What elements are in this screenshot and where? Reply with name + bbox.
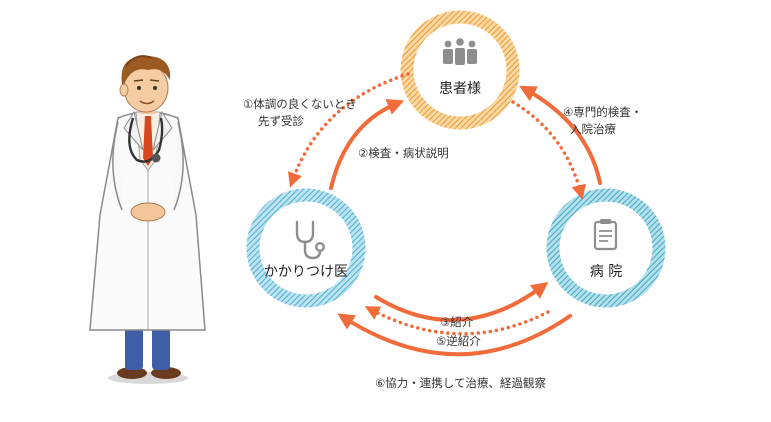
step-1-line-1: ①体調の良くないとき bbox=[243, 97, 357, 111]
arrow-reverse-referral bbox=[364, 306, 550, 336]
step-4-line-2: 入院治療 bbox=[570, 121, 616, 136]
hospital-label: 病 院 bbox=[590, 264, 622, 280]
arrow-visit bbox=[287, 72, 410, 188]
step-2-label: ②検査・病状説明 bbox=[358, 146, 449, 160]
step-6-label: ⑥協力・連携して治療、経過観察 bbox=[375, 376, 546, 390]
step-4-label: ④専門的検査・ 入院治療 bbox=[563, 104, 642, 137]
step-5-label: ⑤逆紹介 bbox=[436, 334, 481, 348]
patient-node: 患者様 bbox=[400, 10, 520, 130]
step-1-line-2: 先ず受診 bbox=[258, 113, 304, 128]
people-icon bbox=[443, 38, 477, 65]
family-doctor-label: かかりつけ医 bbox=[264, 264, 348, 280]
arrow-collaboration bbox=[337, 313, 572, 357]
patient-label: 患者様 bbox=[439, 81, 481, 97]
arrow-patient-to-hospital bbox=[511, 100, 586, 200]
step-4-line-1: ④専門的検査・ bbox=[563, 105, 643, 119]
arrow-referral bbox=[374, 281, 549, 322]
arrow-explanation bbox=[329, 98, 405, 190]
arrow-treatment bbox=[519, 85, 602, 185]
step-3-label: ③紹介 bbox=[440, 315, 474, 329]
clipboard-icon bbox=[593, 219, 618, 251]
stethoscope-icon bbox=[295, 220, 326, 260]
family-doctor-node: かかりつけ医 bbox=[246, 188, 366, 308]
hospital-node: 病 院 bbox=[546, 188, 666, 308]
doctor-illustration bbox=[89, 55, 206, 384]
arrows bbox=[287, 72, 602, 357]
step-1-label: ①体調の良くないとき 先ず受診 bbox=[243, 96, 357, 129]
